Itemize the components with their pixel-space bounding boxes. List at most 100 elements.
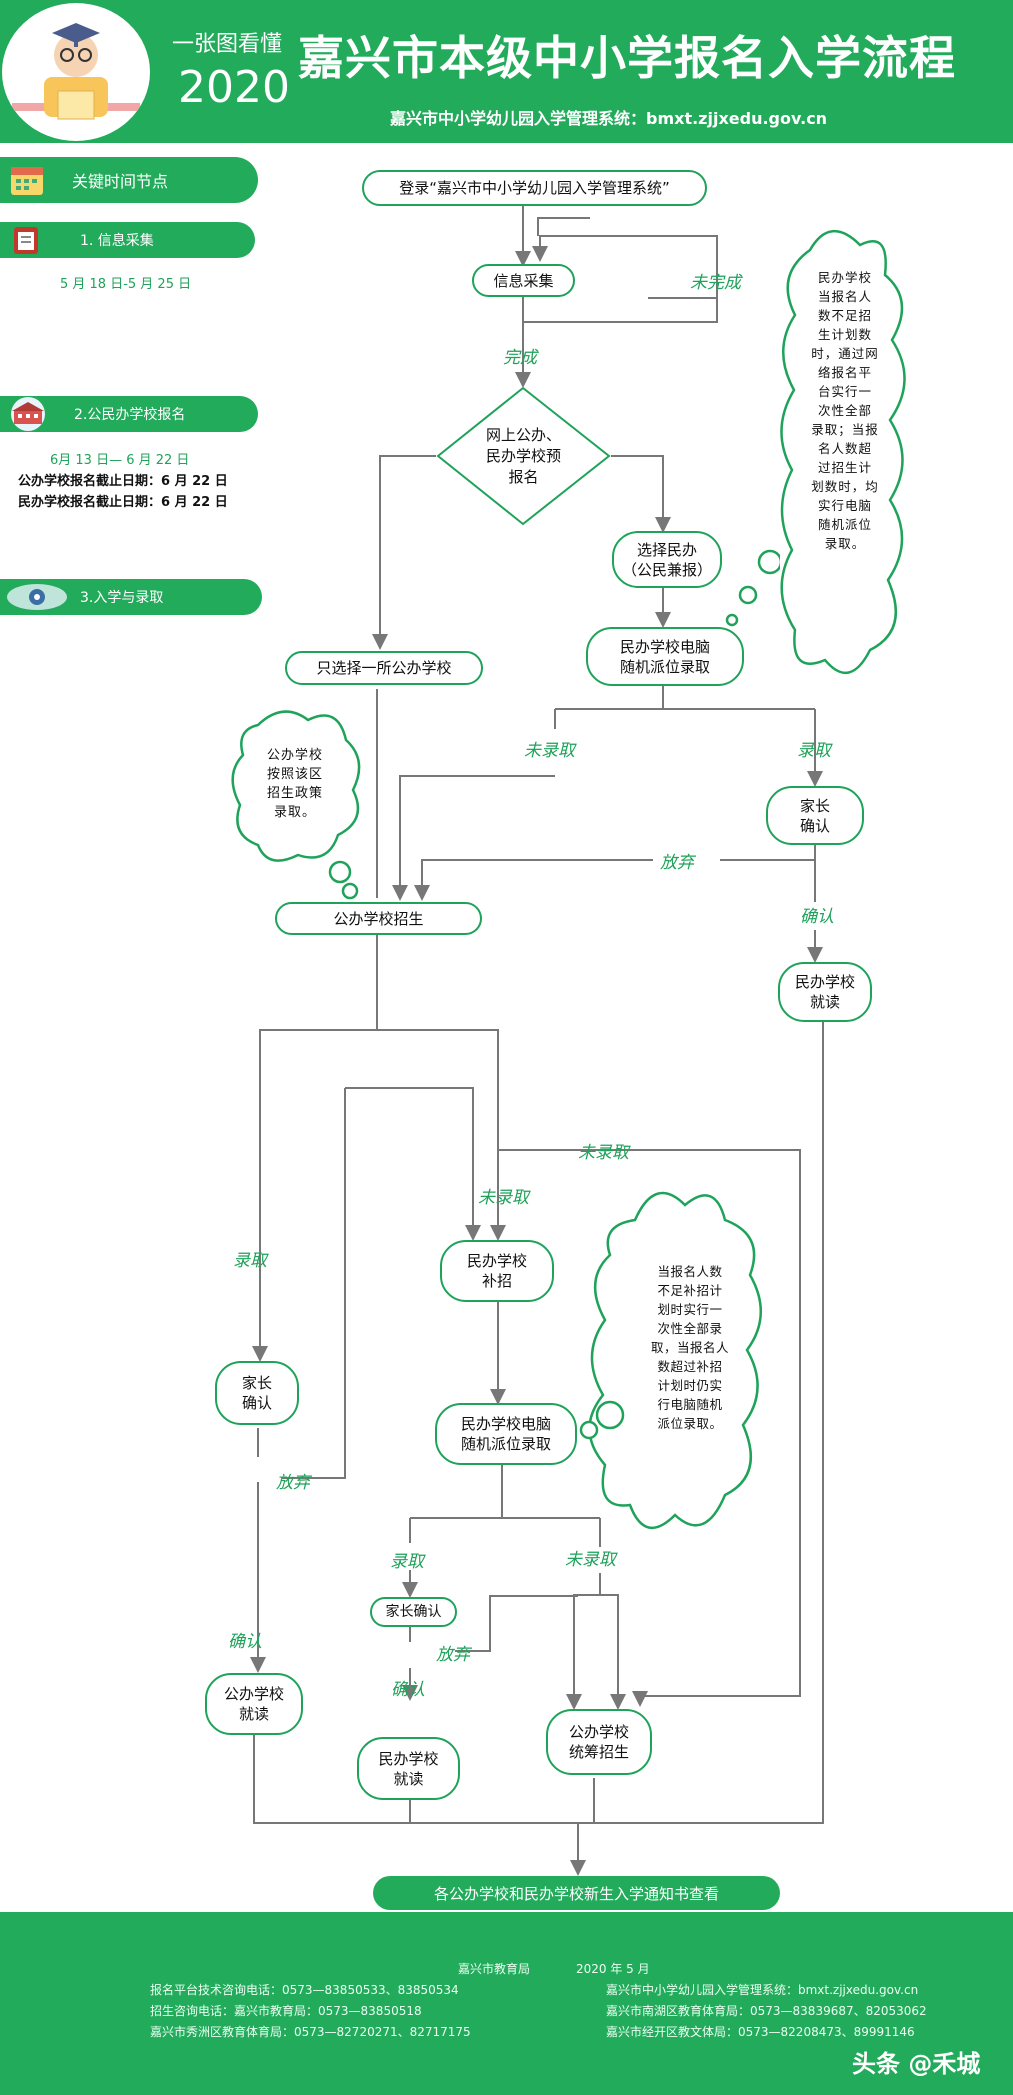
label-confirm-2: 确认 xyxy=(228,1632,262,1652)
tab-step-1: 1. 信息采集 xyxy=(0,222,255,258)
private-lottery-node-2: 民办学校电脑随机派位录取 xyxy=(435,1403,577,1465)
cloud-1-line: 台实行一 xyxy=(817,384,872,399)
footer-line-1-right: 嘉兴市中小学幼儿园入学管理系统：bmxt.zjjxedu.gov.cn xyxy=(606,1983,919,1997)
header-year: 2020 xyxy=(178,62,290,113)
private-supplement-node: 民办学校补招 xyxy=(440,1240,554,1302)
watermark: 头条 @禾城 xyxy=(852,2050,981,2078)
page-header: 一张图看懂 2020 嘉兴市本级中小学报名入学流程 嘉兴市中小学幼儿园入学管理系… xyxy=(0,0,1013,143)
label-give-up-1: 放弃 xyxy=(660,853,694,873)
public-coordinated-node: 公办学校统筹招生 xyxy=(546,1709,652,1775)
info-collect-node: 信息采集 xyxy=(472,264,575,297)
cloud-bubble-2 xyxy=(231,710,361,900)
private-study-node-2: 民办学校就读 xyxy=(357,1737,460,1800)
cloud-3-line: 计划时仍实 xyxy=(657,1378,723,1393)
cloud-1-line: 络报名平 xyxy=(817,365,872,380)
cloud-3-line: 取，当报名人 xyxy=(650,1340,729,1355)
public-coordinated-line-1: 公办学校 xyxy=(568,1723,629,1741)
tab-key-nodes: 关键时间节点 xyxy=(0,157,258,203)
label-not-admitted-4: 未录取 xyxy=(565,1550,616,1570)
label-complete: 完成 xyxy=(503,348,537,368)
cloud-3-line: 数超过补招 xyxy=(657,1359,723,1374)
cloud-2-line: 招生政策 xyxy=(266,786,323,801)
cloud-1-line: 生计划数 xyxy=(817,327,872,342)
cloud-3-line: 派位录取。 xyxy=(657,1416,723,1431)
public-study-node: 公办学校就读 xyxy=(205,1673,303,1735)
school-icon xyxy=(11,397,45,431)
cloud-3-text: 当报名人数 不足补招计 划时实行一 次性全部录 取，当报名人 数超过补招 计划时… xyxy=(640,1262,740,1433)
diamond-text: 网上公办、 民办学校预 报名 xyxy=(466,425,581,488)
private-study-1-line-2: 就读 xyxy=(809,993,840,1011)
final-text: 各公办学校和民办学校新生入学通知书查看 xyxy=(433,1884,719,1903)
cloud-1-line: 录取；当报 xyxy=(811,422,879,437)
footer-line-2-right: 嘉兴市南湖区教育体育局：0573—83839687、82053062 xyxy=(606,2004,927,2018)
public-study-line-1: 公办学校 xyxy=(223,1685,284,1703)
parent-confirm-node-3: 家长确认 xyxy=(370,1597,457,1627)
calendar-icon xyxy=(11,167,43,195)
cloud-3-line: 行电脑随机 xyxy=(657,1397,723,1412)
cloud-bubble-3 xyxy=(579,1191,762,1530)
cloud-bubble-1 xyxy=(780,229,906,675)
cloud-2-line: 录取。 xyxy=(273,805,316,820)
public-enroll-text: 公办学校招生 xyxy=(333,909,424,928)
cloud-1-line: 民办学校 xyxy=(817,270,872,285)
cloud-1-line: 时，通过网 xyxy=(811,346,879,361)
public-deadline: 公办学校报名截止日期：6 月 22 日 xyxy=(18,474,228,489)
footer-line-3-left: 嘉兴市秀洲区教育体育局：0573—82720271、82717175 xyxy=(150,2025,471,2039)
cloud-2-line: 按照该区 xyxy=(266,767,323,782)
private-lottery-node: 民办学校电脑随机派位录取 xyxy=(586,627,744,686)
parent-confirm-3-text: 家长确认 xyxy=(385,1604,442,1620)
label-confirm-1: 确认 xyxy=(800,907,834,927)
parent-confirm-2-line-1: 家长 xyxy=(241,1374,272,1392)
private-deadline: 民办学校报名截止日期：6 月 22 日 xyxy=(18,495,228,510)
public-enroll-node: 公办学校招生 xyxy=(275,902,482,935)
pre-register-decision xyxy=(436,386,611,526)
cloud-1-line: 数不足招 xyxy=(817,308,872,323)
private-study-2-line-1: 民办学校 xyxy=(378,1749,439,1768)
step-3-label: 3.入学与录取 xyxy=(80,590,164,606)
only-public-node: 只选择一所公办学校 xyxy=(285,651,483,685)
private-lottery-2-line-2: 随机派位录取 xyxy=(460,1435,551,1453)
cloud-2-text: 公办学校 按照该区 招生政策 录取。 xyxy=(255,746,335,822)
label-confirm-3: 确认 xyxy=(391,1680,425,1700)
cloud-3-line: 不足补招计 xyxy=(657,1283,723,1298)
cloud-1-line: 当报名人 xyxy=(817,289,872,304)
footer-date: 2020 年 5 月 xyxy=(576,1962,650,1976)
parent-confirm-1-line-1: 家长 xyxy=(799,796,830,815)
step-1-date: 5 月 18 日-5 月 25 日 xyxy=(60,277,192,292)
student-avatar-icon xyxy=(2,3,150,141)
step-2-label: 2.公民办学校报名 xyxy=(74,407,186,423)
public-coordinated-line-2: 统筹招生 xyxy=(568,1743,629,1761)
final-node: 各公办学校和民办学校新生入学通知书查看 xyxy=(373,1876,780,1910)
choose-private-line-2: （公民兼报） xyxy=(621,560,712,579)
footer-line-3-right: 嘉兴市经开区教文体局：0573—82208473、89991146 xyxy=(606,2025,915,2039)
label-incomplete: 未完成 xyxy=(690,273,741,293)
parent-confirm-2-line-2: 确认 xyxy=(241,1394,272,1412)
step-1-label: 1. 信息采集 xyxy=(80,233,154,249)
label-not-admitted-2: 未录取 xyxy=(578,1143,629,1163)
enrollment-icon xyxy=(7,584,67,610)
tab-step-2: 2.公民办学校报名 xyxy=(0,396,258,432)
label-give-up-2: 放弃 xyxy=(276,1473,310,1493)
cloud-bubble-1-tail xyxy=(725,549,780,627)
label-admitted-1: 录取 xyxy=(797,741,831,761)
choose-private-node: 选择民办（公民兼报） xyxy=(612,531,722,588)
label-not-admitted-1: 未录取 xyxy=(524,741,575,761)
page-footer: 嘉兴市教育局 2020 年 5 月 报名平台技术咨询电话：0573—838505… xyxy=(0,1912,1013,2095)
label-give-up-3: 放弃 xyxy=(436,1645,470,1665)
cloud-1-line: 划数时，均 xyxy=(811,479,879,494)
cloud-1-line: 过招生计 xyxy=(817,460,872,475)
parent-confirm-node-1: 家长确认 xyxy=(766,786,864,845)
label-admitted-3: 录取 xyxy=(390,1552,424,1572)
label-admitted-2: 录取 xyxy=(233,1251,267,1271)
cloud-3-line: 划时实行一 xyxy=(657,1302,723,1317)
private-supplement-line-1: 民办学校 xyxy=(466,1252,527,1270)
private-lottery-2-line-1: 民办学校电脑 xyxy=(460,1415,551,1433)
page-title: 嘉兴市本级中小学报名入学流程 xyxy=(298,31,956,85)
footer-issuer: 嘉兴市教育局 xyxy=(458,1962,531,1976)
private-study-2-line-2: 就读 xyxy=(393,1769,424,1788)
label-not-admitted-3: 未录取 xyxy=(478,1188,529,1208)
header-subtitle: 一张图看懂 xyxy=(172,32,283,57)
parent-confirm-1-line-2: 确认 xyxy=(799,816,830,835)
only-public-text: 只选择一所公办学校 xyxy=(316,659,452,677)
